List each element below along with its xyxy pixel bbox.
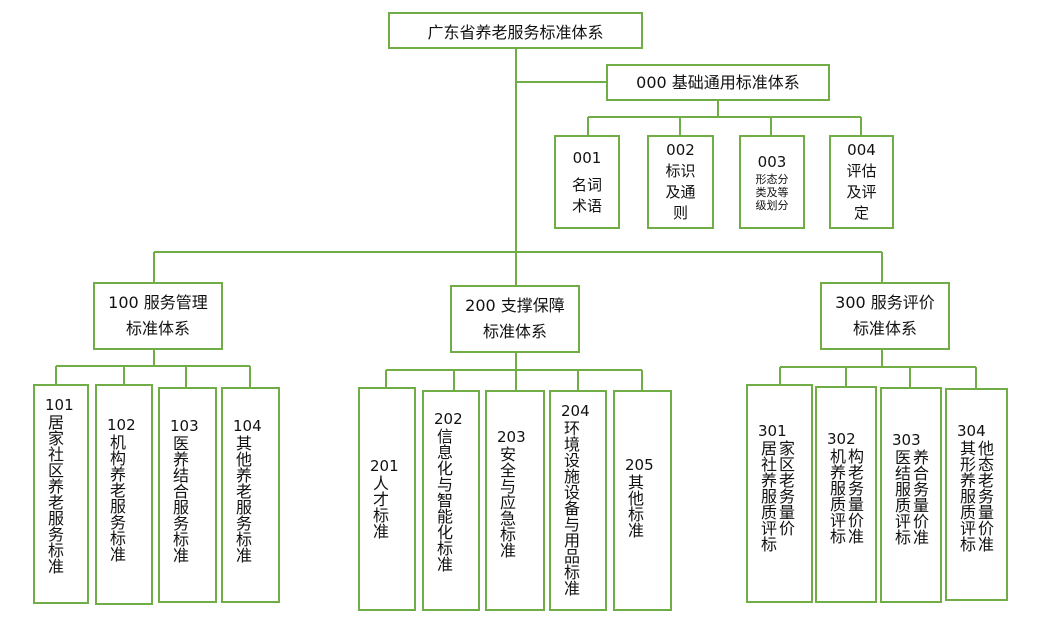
node-300-line2: 标准体系 <box>852 319 917 338</box>
node-003: 003 形态分 类及等 级划分 <box>739 135 805 229</box>
node-004-code: 004 <box>847 141 876 159</box>
node-204-code: 204 <box>561 402 590 420</box>
node-301-text: 居社养服质评标 家区老务量价 <box>758 440 811 552</box>
node-304: 304 其形养服质评标 他态老务量价准 <box>945 388 1008 601</box>
node-301-code: 301 <box>758 422 787 440</box>
node-003-line3: 级划分 <box>755 199 789 212</box>
node-302-col1: 机养服质评标 <box>827 448 846 544</box>
node-300: 300 服务评价 标准体系 <box>820 282 950 350</box>
node-101-text: 居家社区养老服务标准 <box>45 414 64 574</box>
node-002: 002 标识 及通 则 <box>647 135 714 229</box>
node-304-col1: 其形养服质评标 <box>957 440 976 552</box>
node-002-line3: 则 <box>672 204 688 222</box>
node-100-line1: 100 服务管理 <box>108 293 208 312</box>
node-001-line1: 名词 <box>571 175 602 194</box>
node-205-text: 其他标准 <box>625 474 644 538</box>
node-300-line1: 300 服务评价 <box>835 293 935 312</box>
node-302-col2: 构老务量价准 <box>845 448 864 544</box>
node-202: 202 信息化与智能化标准 <box>422 390 480 611</box>
node-104: 104 其他养老服务标准 <box>221 387 280 603</box>
node-104-text: 其他养老服务标准 <box>233 435 252 563</box>
node-302: 302 机养服质评标 构老务量价准 <box>815 386 877 603</box>
node-101-code: 101 <box>45 396 74 414</box>
node-002-line1: 标识 <box>665 162 696 180</box>
node-003-line1: 形态分 <box>755 173 789 186</box>
node-202-code: 202 <box>434 410 463 428</box>
node-103-text: 医养结合服务标准 <box>170 435 189 563</box>
node-205-code: 205 <box>625 456 654 474</box>
node-302-text: 机养服质评标 构老务量价准 <box>827 448 875 544</box>
node-204-text: 环境设施设备与用品标准 <box>561 420 580 596</box>
node-204: 204 环境设施设备与用品标准 <box>549 390 607 611</box>
node-104-code: 104 <box>233 417 262 435</box>
node-001-line2: 术语 <box>571 196 602 215</box>
node-001: 001 名词 术语 <box>554 135 620 229</box>
node-003-line2: 类及等 <box>755 186 789 199</box>
node-304-text: 其形养服质评标 他态老务量价准 <box>957 440 1006 552</box>
node-301-col2: 家区老务量价 <box>776 440 795 536</box>
node-203: 203 安全与应急标准 <box>485 390 545 611</box>
node-201: 201 人才标准 <box>358 387 416 611</box>
node-100-line2: 标准体系 <box>125 319 190 338</box>
node-102: 102 机构养老服务标准 <box>95 384 153 605</box>
node-301: 301 居社养服质评标 家区老务量价 <box>746 384 813 603</box>
node-301-col1: 居社养服质评标 <box>758 440 777 552</box>
node-205: 205 其他标准 <box>613 390 672 611</box>
node-004-line1: 评估 <box>846 162 877 180</box>
node-002-line2: 及通 <box>665 183 696 201</box>
node-103-code: 103 <box>170 417 199 435</box>
node-203-text: 安全与应急标准 <box>497 446 516 558</box>
node-004-line3: 定 <box>853 204 869 222</box>
node-200-line2: 标准体系 <box>482 322 547 341</box>
node-303-text: 医结服质评标 养合务量价准 <box>892 449 940 545</box>
node-303: 303 医结服质评标 养合务量价准 <box>880 387 942 603</box>
node-200-line1: 200 支撑保障 <box>465 296 565 315</box>
node-103: 103 医养结合服务标准 <box>158 387 217 603</box>
node-004: 004 评估 及评 定 <box>829 135 894 229</box>
node-200: 200 支撑保障 标准体系 <box>450 285 580 353</box>
node-302-code: 302 <box>827 430 856 448</box>
node-102-text: 机构养老服务标准 <box>107 434 126 562</box>
basic-standards-title: 000 基础通用标准体系 <box>636 72 800 92</box>
node-001-code: 001 <box>572 148 602 167</box>
node-304-code: 304 <box>957 422 986 440</box>
node-202-text: 信息化与智能化标准 <box>434 428 453 572</box>
node-101: 101 居家社区养老服务标准 <box>33 384 89 604</box>
node-201-text: 人才标准 <box>370 475 389 539</box>
node-304-col2: 他态老务量价准 <box>975 440 994 552</box>
node-303-col1: 医结服质评标 <box>892 449 911 545</box>
node-201-code: 201 <box>370 457 399 475</box>
node-303-col2: 养合务量价准 <box>910 449 929 545</box>
node-003-code: 003 <box>757 153 787 171</box>
node-203-code: 203 <box>497 428 526 446</box>
root-node: 广东省养老服务标准体系 <box>388 12 643 49</box>
node-102-code: 102 <box>107 416 136 434</box>
node-002-code: 002 <box>666 141 695 159</box>
node-100: 100 服务管理 标准体系 <box>93 282 223 350</box>
node-303-code: 303 <box>892 431 921 449</box>
root-title: 广东省养老服务标准体系 <box>427 22 604 42</box>
basic-standards-node: 000 基础通用标准体系 <box>606 64 830 101</box>
node-004-line2: 及评 <box>846 183 877 201</box>
